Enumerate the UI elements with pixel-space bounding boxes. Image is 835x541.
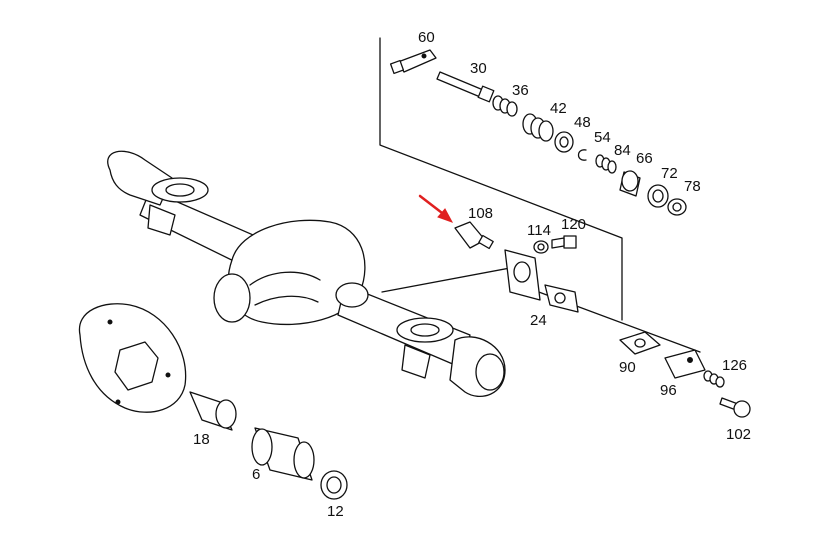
label-114: 114 xyxy=(527,222,551,239)
label-126: 126 xyxy=(722,357,747,374)
leader-line xyxy=(381,267,511,293)
part-6-sleeve[interactable] xyxy=(251,427,315,481)
part-102-bolt[interactable] xyxy=(719,397,751,418)
label-18: 18 xyxy=(193,431,210,448)
part-84-spring[interactable] xyxy=(595,154,617,174)
label-108: 108 xyxy=(468,205,493,222)
assembly-bracket xyxy=(379,37,623,321)
part-30-shaft[interactable] xyxy=(436,71,495,103)
label-84: 84 xyxy=(614,142,631,159)
part-24-bracket[interactable] xyxy=(504,249,579,313)
part-54-clip[interactable] xyxy=(577,149,587,161)
label-6: 6 xyxy=(252,466,260,483)
label-42: 42 xyxy=(550,100,567,117)
part-12-ring[interactable] xyxy=(320,470,348,500)
label-102: 102 xyxy=(726,426,751,443)
part-96-bracket[interactable] xyxy=(664,349,706,379)
part-48-ring[interactable] xyxy=(554,131,574,153)
part-42-sleeve[interactable] xyxy=(522,113,554,142)
label-96: 96 xyxy=(660,382,677,399)
part-108-sensor[interactable] xyxy=(454,221,494,250)
part-36-spring[interactable] xyxy=(492,95,518,117)
part-120-bolt[interactable] xyxy=(551,235,577,249)
label-30: 30 xyxy=(470,60,487,77)
brake-backing-plate[interactable] xyxy=(78,303,187,413)
part-126-spring[interactable] xyxy=(703,370,725,388)
label-36: 36 xyxy=(512,82,529,99)
part-60-lever[interactable] xyxy=(389,49,437,75)
red-arrow-icon xyxy=(418,194,454,223)
part-72-washer[interactable] xyxy=(647,184,669,208)
label-120: 120 xyxy=(561,216,586,233)
label-24: 24 xyxy=(530,312,547,329)
part-90-plate[interactable] xyxy=(619,331,661,355)
part-78-washer[interactable] xyxy=(667,198,687,216)
label-54: 54 xyxy=(594,129,611,146)
part-18-bearing[interactable] xyxy=(189,391,237,431)
label-90: 90 xyxy=(619,359,636,376)
label-12: 12 xyxy=(327,503,344,520)
label-78: 78 xyxy=(684,178,701,195)
part-66-bushing[interactable] xyxy=(619,170,641,197)
label-66: 66 xyxy=(636,150,653,167)
label-60: 60 xyxy=(418,29,435,46)
rear-axle-housing[interactable] xyxy=(107,150,506,397)
label-72: 72 xyxy=(661,165,678,182)
label-48: 48 xyxy=(574,114,591,131)
part-114-washer[interactable] xyxy=(533,240,549,254)
